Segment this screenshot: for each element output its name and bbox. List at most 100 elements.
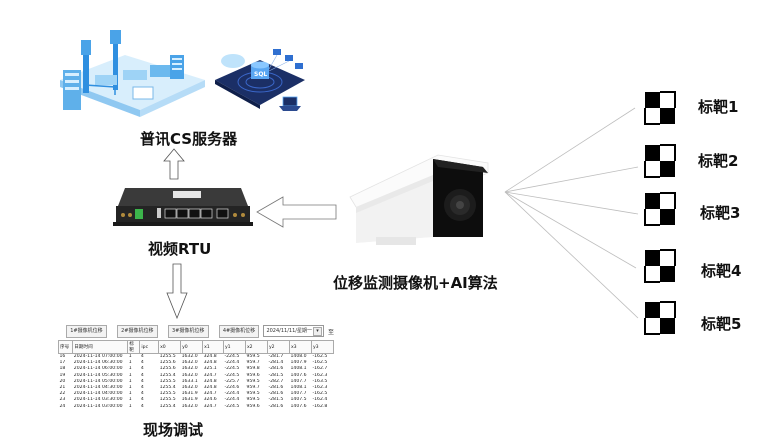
table-cell: -163.5 [312,378,328,384]
table-cell: 1407.9 [290,360,307,366]
target-icon [644,144,676,178]
table-cell: -224.4 [224,391,240,397]
chevron-down-icon[interactable]: ▾ [313,327,323,336]
table-cell: -281.7 [268,354,284,360]
table-cell: 959.5 [246,391,260,397]
table-cell: 1 [128,366,132,372]
table-cell: 4 [140,354,144,360]
target-label: 标靶4 [701,262,742,280]
table-cell: 324.8 [203,360,217,366]
table-cell: -281.6 [268,403,284,409]
ray-line [504,191,637,269]
column-header[interactable]: 日期时间 [72,340,129,354]
table-cell: -162.3 [312,385,328,391]
table-cell: 1631.9 [181,397,198,403]
column-header[interactable]: y3 [310,340,335,354]
table-cell: 324.7 [203,391,217,397]
column-header[interactable]: 标靶 [127,340,141,354]
table-cell: 2024-11-14 03:30:00 [73,397,123,403]
column-header[interactable]: x0 [158,340,182,354]
ray-line [504,191,639,319]
table-cell: 4 [140,372,144,378]
table-cell: -162.5 [312,360,328,366]
table-cell: -281.6 [268,366,284,372]
table-cell: 1 [128,391,132,397]
table-cell: -282.7 [268,378,284,384]
table-cell: 325.1 [203,366,217,372]
table-cell: -224.4 [224,360,240,366]
column-header[interactable]: y0 [180,340,204,354]
table-cell: 1 [128,372,132,378]
table-cell: 1255.5 [159,391,176,397]
camera4-displacement-button[interactable]: 4#摄像机位移 [218,324,260,338]
table-cell: 1408.0 [290,354,307,360]
column-header[interactable]: x3 [288,340,312,354]
table-cell: 21 [59,385,66,391]
table-cell: 2024-11-14 03:00:00 [73,403,123,409]
server-label: 普讯CS服务器 [140,130,238,148]
target-label: 标靶2 [698,152,739,170]
table-cell: -162.5 [312,391,328,397]
column-header[interactable]: y2 [266,340,290,354]
table-cell: 1633.1 [181,378,198,384]
column-header[interactable]: ipc [139,340,160,354]
column-header[interactable]: x2 [244,340,268,354]
table-cell: 959.8 [246,366,260,372]
table-cell: 324.8 [203,354,217,360]
column-header[interactable]: x1 [202,340,224,354]
table-cell: 4 [140,360,144,366]
camera1-displacement-button[interactable]: 1#摄像机位移 [66,324,107,338]
camera3-displacement-button[interactable]: 3#摄像机位移 [167,324,209,338]
camera2-displacement-button[interactable]: 2#摄像机位移 [116,324,158,338]
table-cell: 1255.4 [159,403,176,409]
table-cell: 324.6 [203,397,217,403]
ray-line [504,107,636,193]
target-icon [644,192,676,226]
table-cell: 1407.7 [290,378,307,384]
table-cell: 324.8 [203,378,217,384]
table-cell: 1632.0 [181,385,198,391]
table-cell: -224.5 [224,372,240,378]
table-cell: 4 [140,391,144,397]
table-cell: -281.6 [268,391,284,397]
table-cell: 1 [128,403,132,409]
table-cell: 19 [59,372,66,378]
field-debug-label: 现场调试 [143,421,204,439]
table-cell: 1255.4 [159,372,176,378]
target-label: 标靶3 [700,204,741,222]
column-header[interactable]: 序号 [57,340,74,354]
table-cell: 24 [59,403,66,409]
camera-device [349,154,489,245]
table-cell: 18 [59,366,66,372]
table-cell: 4 [140,385,144,391]
table-cell: 1255.6 [159,360,176,366]
table-cell: 1255.5 [159,378,176,384]
table-cell: 1407.6 [290,372,307,378]
table-cell: -281.6 [268,385,284,391]
table-cell: 959.5 [246,354,260,360]
table-cell: 4 [140,378,144,384]
database-icon: SQL [215,49,305,111]
column-header[interactable]: y1 [222,340,246,354]
table-cell: 1631.9 [181,391,198,397]
target-label: 标靶5 [701,315,742,333]
arrow-up-icon [163,148,185,180]
sql-badge: SQL [254,71,267,78]
table-cell: 4 [140,397,144,403]
table-cell: 959.5 [246,397,260,403]
table-cell: 1407.7 [290,391,307,397]
date-select[interactable]: 2024/11/11/星期一 ▾ [263,325,325,337]
table-cell: 1632.0 [181,360,198,366]
date-to-label: 至 [328,328,335,336]
table-cell: -225.7 [224,378,240,384]
